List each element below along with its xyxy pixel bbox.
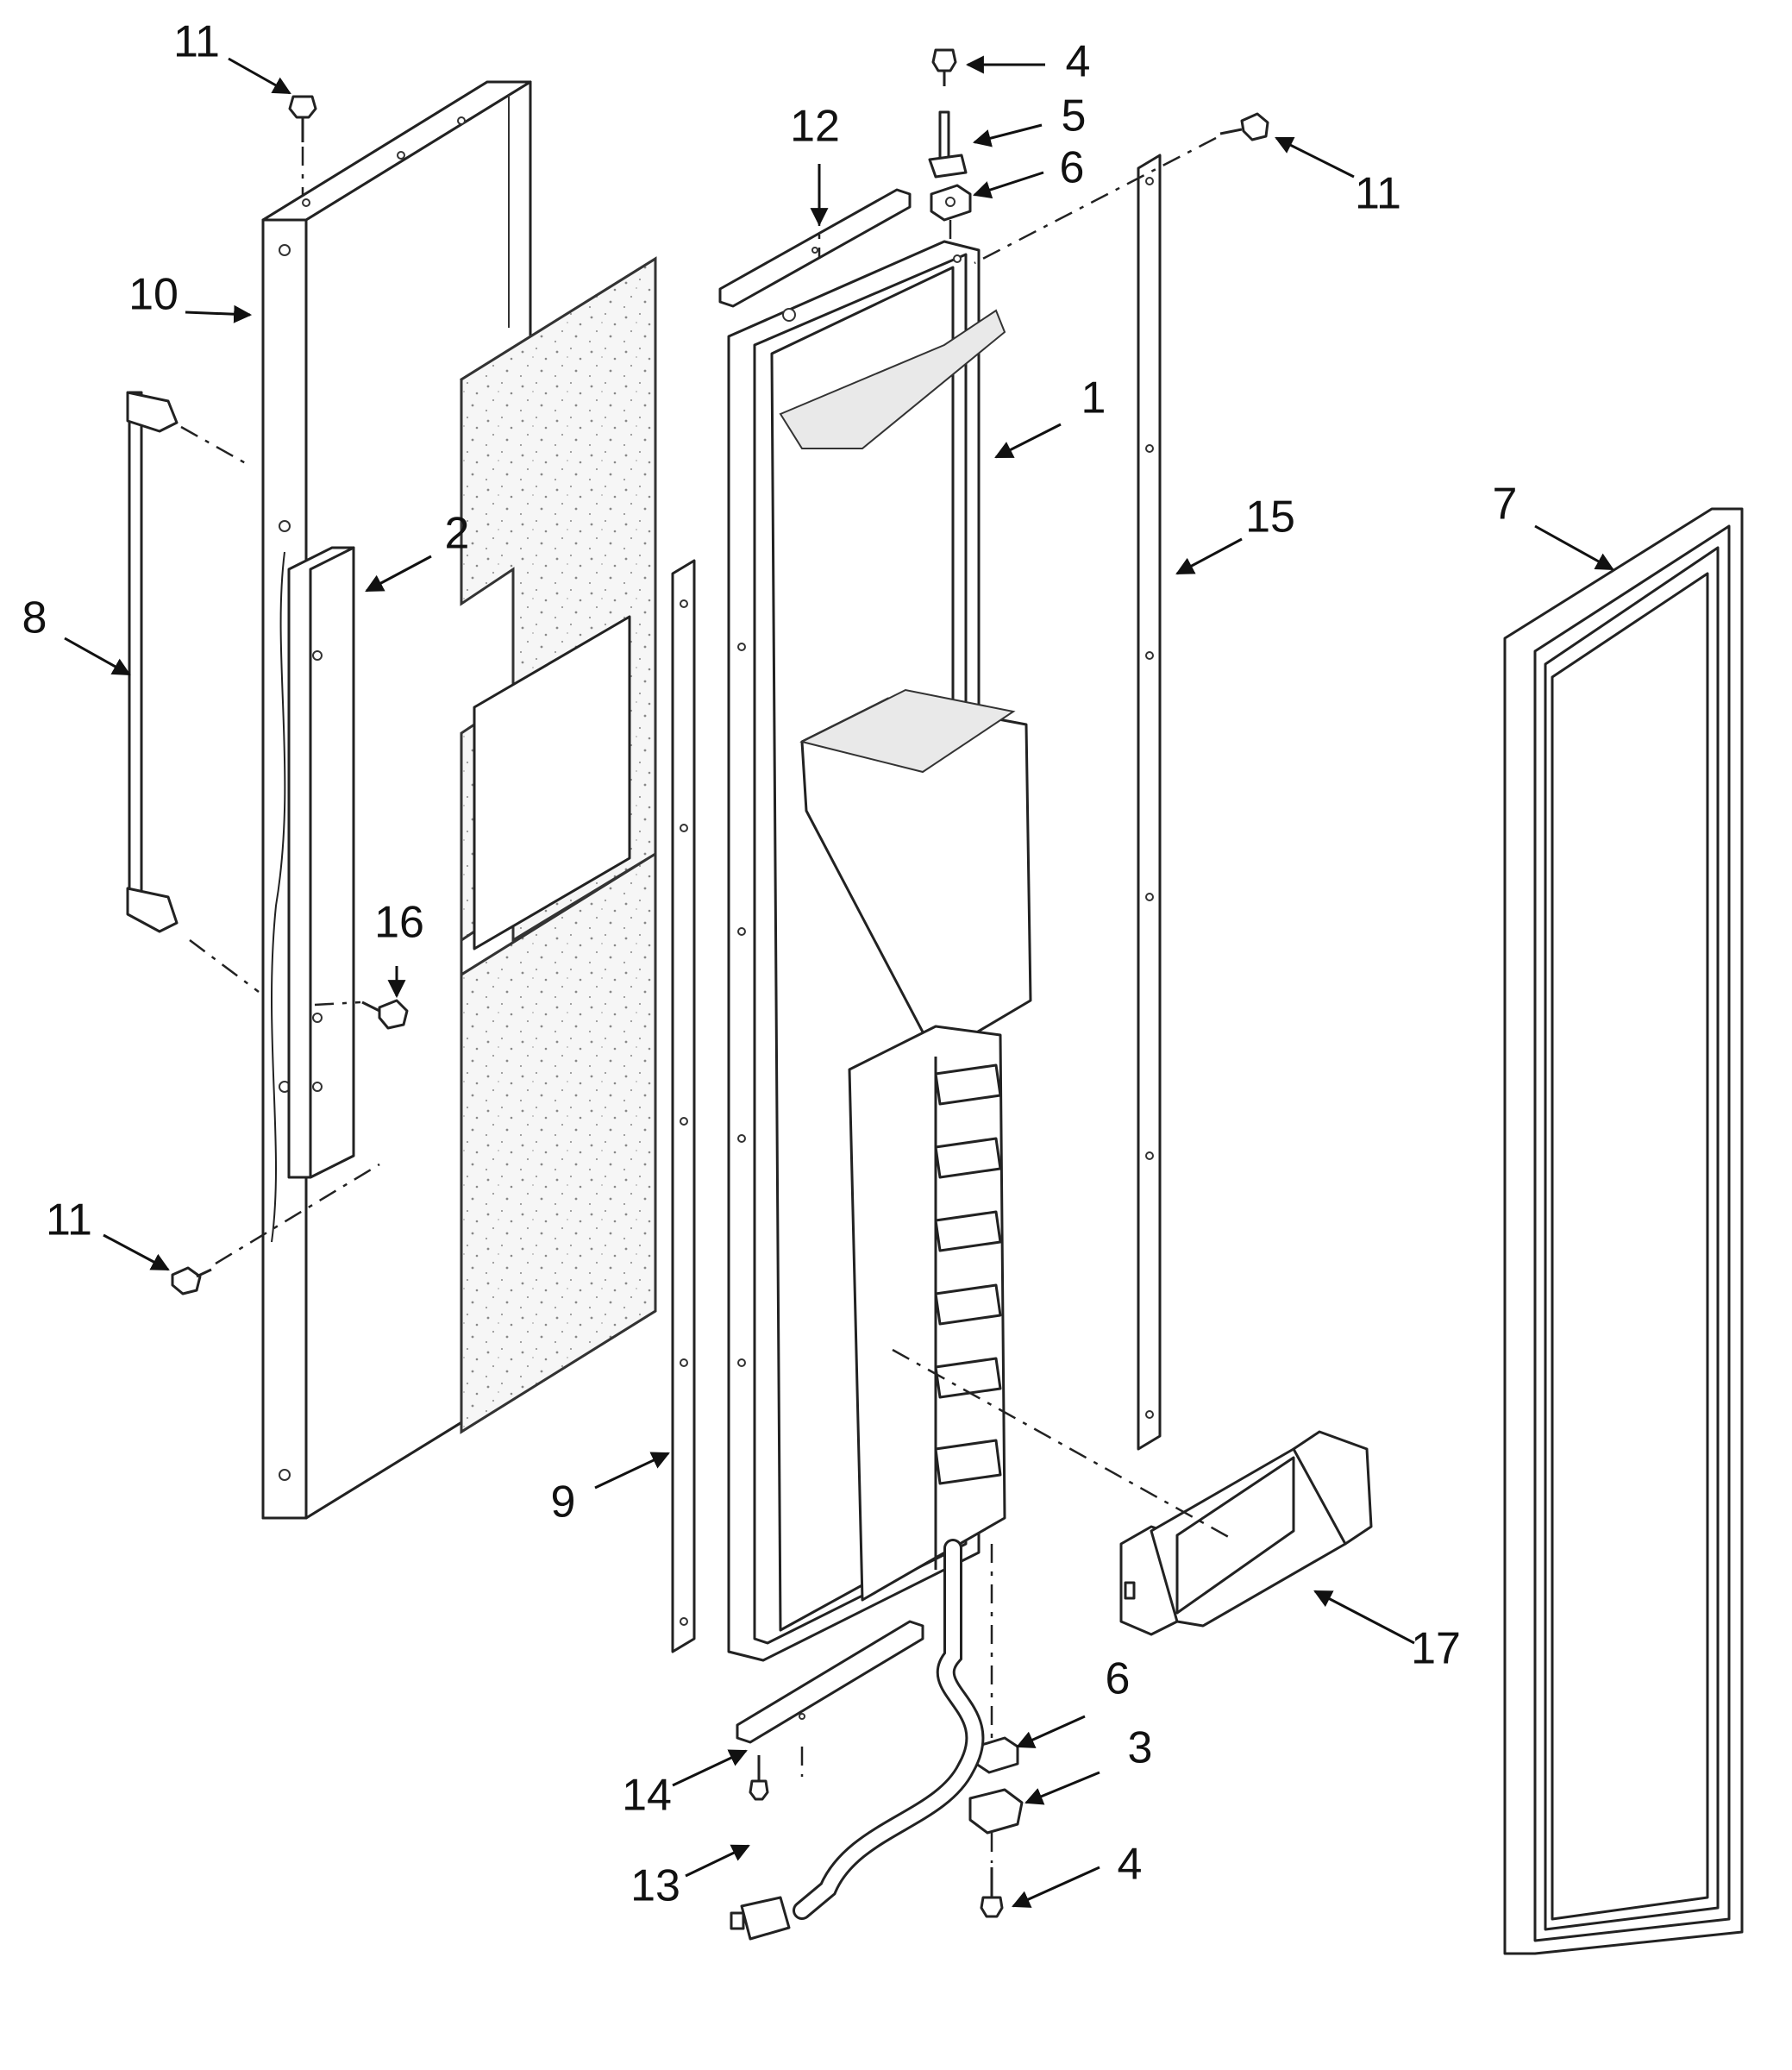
top-hinge-bracket	[718, 188, 912, 308]
callout-11-top-left: 11	[173, 17, 220, 67]
channel-bracket	[287, 546, 355, 1179]
bottom-hinge-pin-group	[968, 1736, 1024, 1918]
callout-4-top: 4	[1066, 37, 1091, 87]
callout-16: 16	[374, 898, 424, 948]
door-inner-liner	[727, 240, 1032, 1662]
callout-4-bottom: 4	[1118, 1840, 1143, 1890]
callout-11-lower-left: 11	[46, 1195, 92, 1245]
callout-6-bottom: 6	[1106, 1654, 1131, 1704]
bracket-screw	[749, 1755, 769, 1801]
leader-arrows	[64, 55, 1614, 1908]
callout-2: 2	[445, 509, 470, 559]
door-gasket-strip-right	[1137, 154, 1162, 1451]
screw-top-right	[1219, 112, 1269, 141]
callout-labels: 11 4 5 12 6 11 10 1 2 15 7 8 16 11 9 17 …	[22, 17, 1518, 1911]
callout-14: 14	[622, 1771, 672, 1821]
callout-9: 9	[551, 1477, 576, 1527]
top-hinge-pin-group	[928, 48, 972, 222]
callout-15: 15	[1245, 492, 1295, 543]
wire-harness	[730, 1539, 985, 1941]
callout-7: 7	[1493, 480, 1518, 530]
callout-8: 8	[22, 593, 47, 643]
callout-10: 10	[128, 270, 179, 320]
door-bin-shelf	[1119, 1430, 1373, 1636]
callout-1: 1	[1081, 373, 1106, 423]
screw-top-left	[288, 95, 317, 142]
insulation-foam-panel	[460, 256, 657, 1434]
screw-channel	[361, 999, 409, 1030]
screw-lower-left	[171, 1266, 212, 1295]
door-gasket-strip-left	[671, 559, 696, 1653]
door-gasket-frame	[1503, 507, 1744, 1955]
callout-5: 5	[1062, 91, 1087, 141]
door-handle-bar	[126, 391, 179, 933]
callout-12: 12	[790, 102, 840, 152]
callout-13: 13	[630, 1861, 680, 1911]
callout-17: 17	[1411, 1624, 1461, 1674]
callout-6-top: 6	[1060, 143, 1085, 193]
callout-11-top-right: 11	[1355, 169, 1401, 219]
callout-3: 3	[1128, 1723, 1153, 1773]
bottom-hinge-bracket	[736, 1620, 924, 1744]
